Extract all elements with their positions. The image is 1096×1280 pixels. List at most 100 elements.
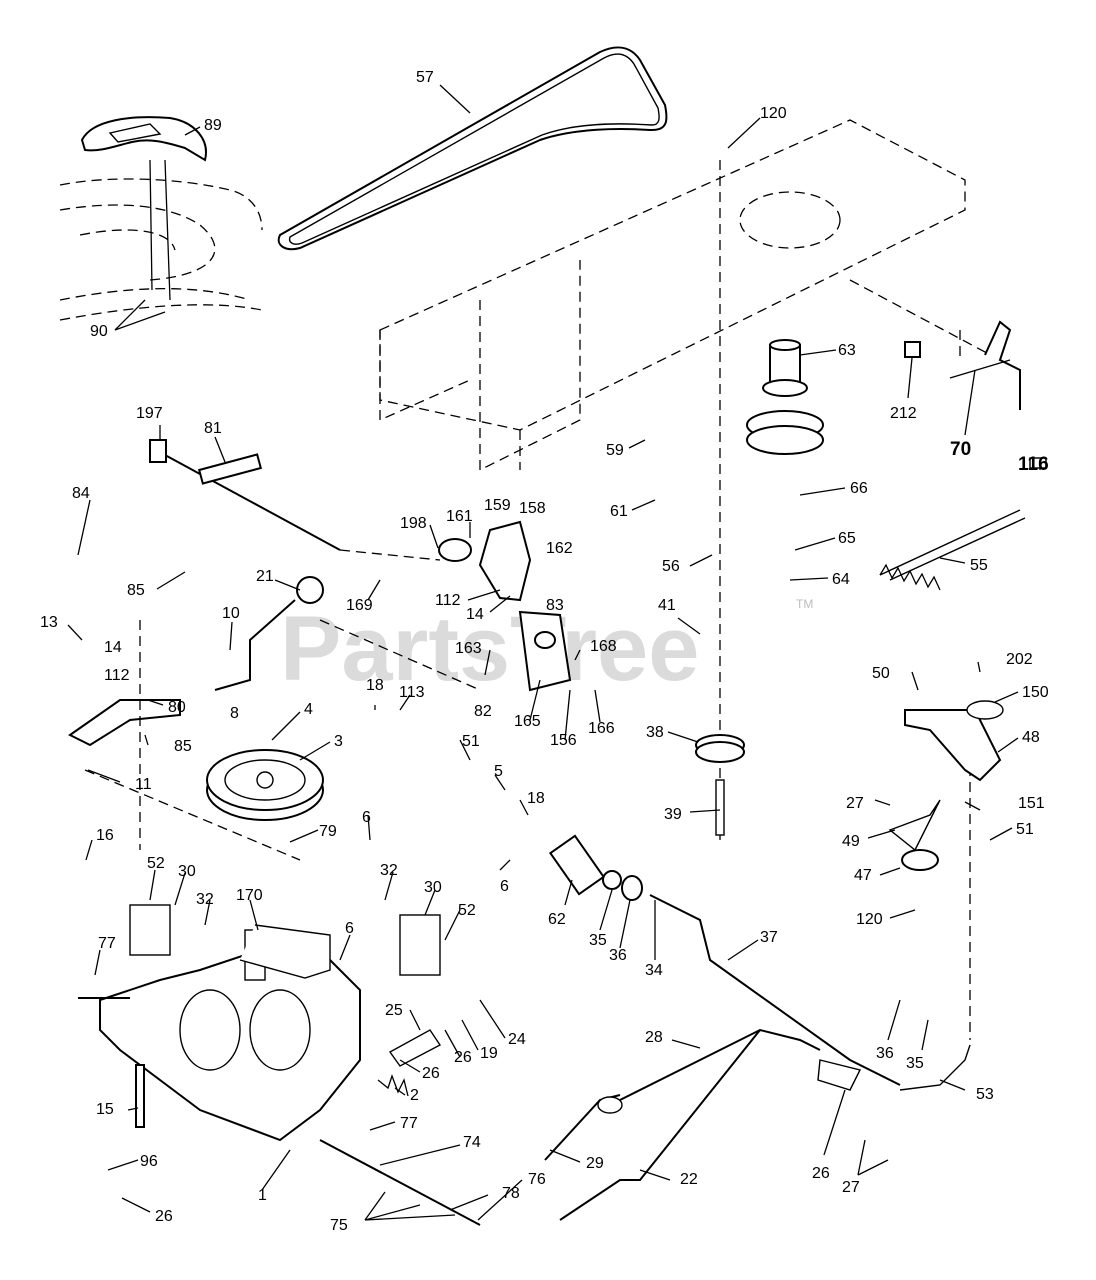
callout: 159 bbox=[484, 497, 511, 514]
callout: 112 bbox=[435, 592, 461, 609]
callout-labels: 57 89 120 90 63 212 70 116 197 81 59 61 … bbox=[40, 69, 1049, 1234]
callout: 163 bbox=[455, 640, 482, 657]
callout: 30 bbox=[424, 879, 442, 896]
callout: 162 bbox=[546, 540, 573, 557]
callout: 8 bbox=[230, 705, 239, 722]
callout: 120 bbox=[856, 911, 883, 928]
callout: 14 bbox=[466, 606, 484, 623]
callout: 32 bbox=[196, 891, 214, 908]
callout: 26 bbox=[454, 1049, 472, 1066]
callout: 112 bbox=[104, 667, 130, 684]
callout: 27 bbox=[842, 1179, 860, 1196]
callout: 83 bbox=[546, 597, 564, 614]
callout: 90 bbox=[90, 323, 108, 340]
callout: 170 bbox=[236, 887, 263, 904]
callout: 202 bbox=[1006, 651, 1033, 668]
callout: 96 bbox=[140, 1153, 158, 1170]
callout: 57 bbox=[416, 69, 434, 86]
mount-bracket-left bbox=[129, 904, 171, 956]
callout: 70 bbox=[950, 439, 971, 460]
callout: 38 bbox=[646, 724, 664, 741]
callout: 65 bbox=[838, 530, 856, 547]
pulley-idler bbox=[695, 160, 824, 840]
callout: 6 bbox=[362, 809, 371, 826]
callout: 29 bbox=[586, 1155, 604, 1172]
callout: 158 bbox=[519, 500, 546, 517]
callout: 36 bbox=[876, 1045, 894, 1062]
callout: 32 bbox=[380, 862, 398, 879]
brake-bracket bbox=[438, 520, 572, 692]
callout: 120 bbox=[760, 105, 787, 122]
callout: 18 bbox=[366, 677, 384, 694]
callout: 75 bbox=[330, 1217, 348, 1234]
callout: 6 bbox=[345, 920, 354, 937]
spring-2 bbox=[377, 1074, 409, 1097]
watermark: PartsTree bbox=[280, 598, 699, 700]
transaxle bbox=[78, 929, 481, 1226]
callout: 49 bbox=[842, 833, 860, 850]
callout: 165 bbox=[514, 713, 541, 730]
callout: 24 bbox=[508, 1031, 526, 1048]
callout: 26 bbox=[155, 1208, 173, 1225]
callout: 27 bbox=[846, 795, 864, 812]
shift-rod bbox=[239, 924, 331, 979]
callout: 166 bbox=[588, 720, 615, 737]
clutch-rod bbox=[149, 439, 441, 561]
callout: 78 bbox=[502, 1185, 520, 1202]
callout: 61 bbox=[610, 503, 628, 520]
spring-25 bbox=[388, 1029, 442, 1067]
callout: 11 bbox=[135, 776, 152, 793]
callout: 50 bbox=[872, 665, 890, 682]
callout: 10 bbox=[222, 605, 240, 622]
callout: 55 bbox=[970, 557, 988, 574]
callout: 198 bbox=[400, 515, 427, 532]
callout: 21 bbox=[256, 568, 274, 585]
callout: 19 bbox=[480, 1045, 498, 1062]
callout: 156 bbox=[550, 732, 577, 749]
callout: 84 bbox=[72, 485, 90, 502]
rod-53 bbox=[899, 750, 971, 1091]
callout: 56 bbox=[662, 558, 680, 575]
callout: 212 bbox=[890, 405, 917, 422]
callout: 59 bbox=[606, 442, 624, 459]
callout: 66 bbox=[850, 480, 868, 497]
callout: 53 bbox=[976, 1086, 994, 1103]
callout: 150 bbox=[1022, 684, 1049, 701]
callout: 22 bbox=[680, 1171, 698, 1188]
callout: 28 bbox=[645, 1029, 663, 1046]
watermark-tm: TM bbox=[796, 597, 813, 611]
callout: 36 bbox=[609, 947, 627, 964]
callout: 26 bbox=[422, 1065, 440, 1082]
gearshift bbox=[214, 576, 481, 691]
callout: 85 bbox=[127, 582, 145, 599]
callout: 15 bbox=[96, 1101, 114, 1118]
fender-outline bbox=[59, 178, 263, 321]
callout: 168 bbox=[590, 638, 617, 655]
callout: 74 bbox=[463, 1134, 481, 1151]
callout: 1 bbox=[258, 1187, 267, 1204]
cross-shaft bbox=[548, 834, 901, 1091]
callout: 3 bbox=[334, 733, 343, 750]
callout: 169 bbox=[346, 597, 373, 614]
callout: 63 bbox=[838, 342, 856, 359]
callout: 16 bbox=[96, 827, 114, 844]
callout: 5 bbox=[494, 763, 503, 780]
callout: 52 bbox=[458, 902, 476, 919]
tension-spring bbox=[879, 509, 1026, 591]
lever-bracket bbox=[904, 320, 1047, 469]
callout: 4 bbox=[304, 701, 313, 718]
callout: 151 bbox=[1018, 795, 1045, 812]
callout: 89 bbox=[204, 117, 222, 134]
callout: 30 bbox=[178, 863, 196, 880]
callout: 6 bbox=[500, 878, 509, 895]
left-bracket bbox=[68, 620, 301, 861]
seat-bracket bbox=[80, 116, 207, 301]
callout: 80 bbox=[168, 699, 186, 716]
callout: 77 bbox=[400, 1115, 418, 1132]
transaxle-pulley bbox=[206, 749, 324, 821]
callout: 34 bbox=[645, 962, 663, 979]
callout: 64 bbox=[832, 571, 850, 588]
callout: 37 bbox=[760, 929, 778, 946]
callout: 62 bbox=[548, 911, 566, 928]
